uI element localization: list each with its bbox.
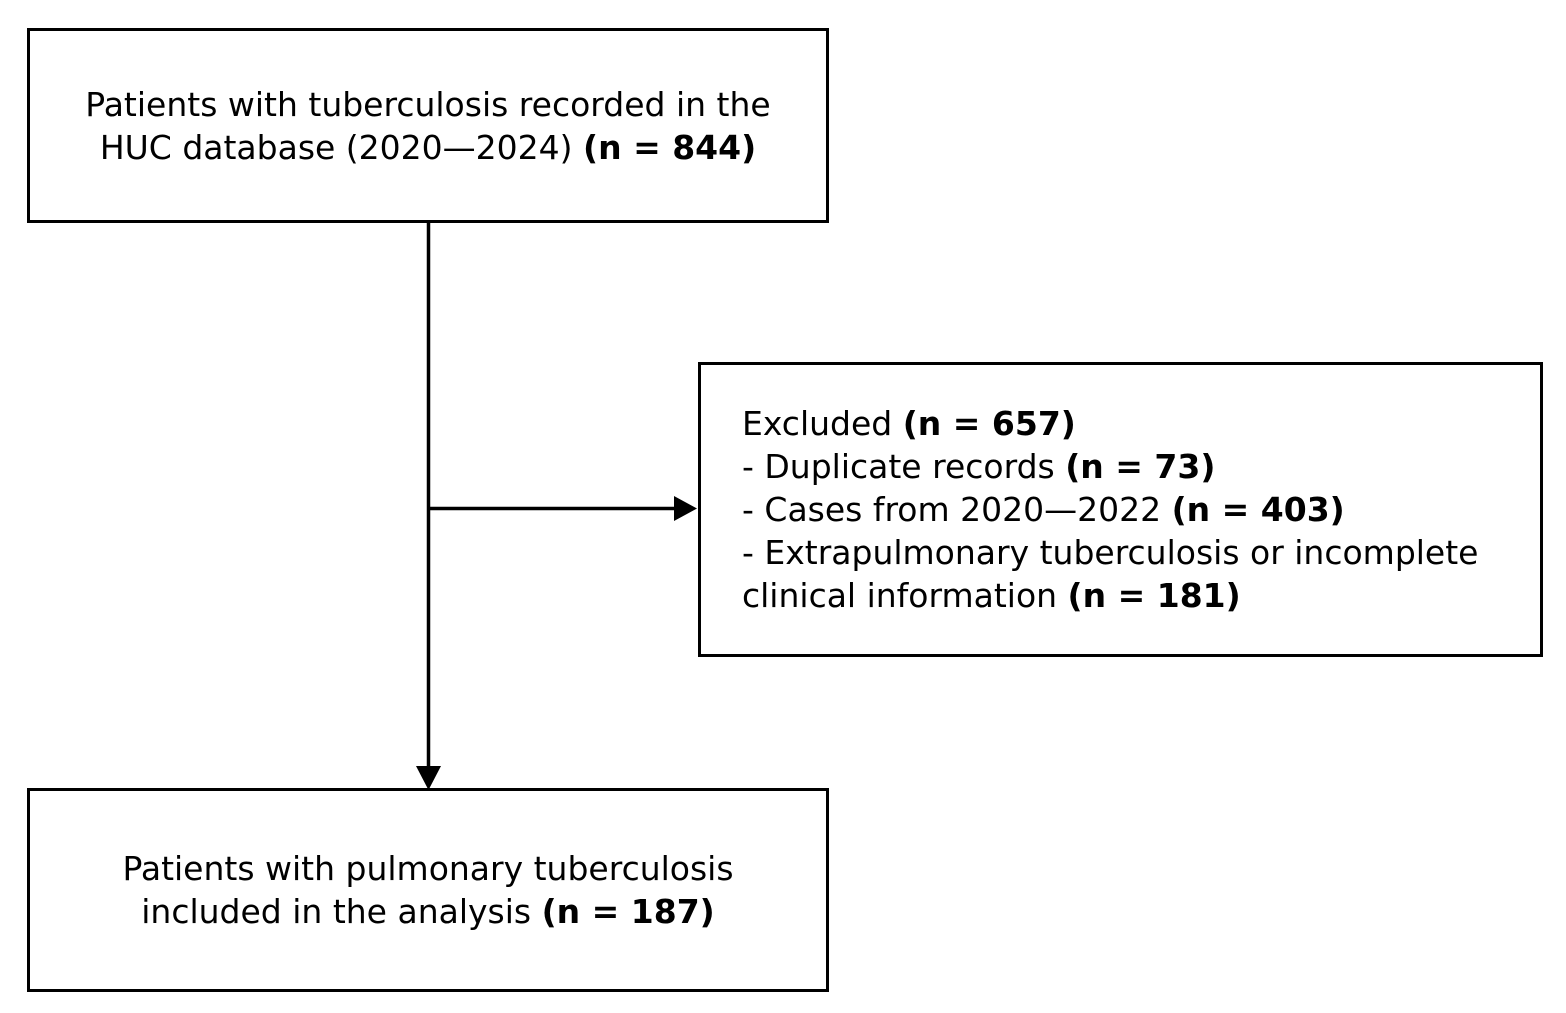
excluded-item-extrapulmonary-line1: - Extrapulmonary tuberculosis or incompl… [742,531,1478,574]
text-segment: Patients with pulmonary tuberculosis [122,849,734,888]
text-segment: included in the analysis [141,892,542,931]
n-count-segment: (n = 187) [541,892,715,931]
text-segment: Patients with tuberculosis recorded in t… [85,84,771,124]
arrowhead-right-icon [674,496,697,521]
n-count-segment: (n = 403) [1171,490,1345,529]
excluded-item-extrapulmonary-line2: clinical information (n = 181) [742,574,1241,617]
included-analysis-box: Patients with pulmonary tuberculosis inc… [27,788,829,992]
n-count-segment: (n = 181) [1067,576,1241,615]
text-segment: - Cases from 2020—2022 [742,490,1172,529]
text-segment: - Duplicate records [742,447,1066,486]
included-box-line1: Patients with pulmonary tuberculosis [122,847,733,890]
arrowhead-down-icon [416,766,441,790]
text-segment: Excluded [742,404,903,443]
n-count-segment: (n = 73) [1065,447,1216,486]
text-segment: - Extrapulmonary tuberculosis or incompl… [742,533,1479,572]
excluded-item-old-cases: - Cases from 2020—2022 (n = 403) [742,488,1345,531]
n-count-segment: (n = 844) [583,127,757,167]
included-box-line2: included in the analysis (n = 187) [141,890,715,933]
text-segment: clinical information [742,576,1068,615]
excluded-box: Excluded (n = 657) - Duplicate records (… [698,362,1543,657]
excluded-title: Excluded (n = 657) [742,402,1076,445]
text-segment: HUC database (2020—2024) [99,127,584,167]
source-population-box: Patients with tuberculosis recorded in t… [27,28,829,223]
excluded-item-duplicates: - Duplicate records (n = 73) [742,445,1215,488]
n-count-segment: (n = 657) [902,404,1076,443]
source-box-line1: Patients with tuberculosis recorded in t… [85,83,770,126]
source-box-line2: HUC database (2020—2024) (n = 844) [100,126,756,169]
